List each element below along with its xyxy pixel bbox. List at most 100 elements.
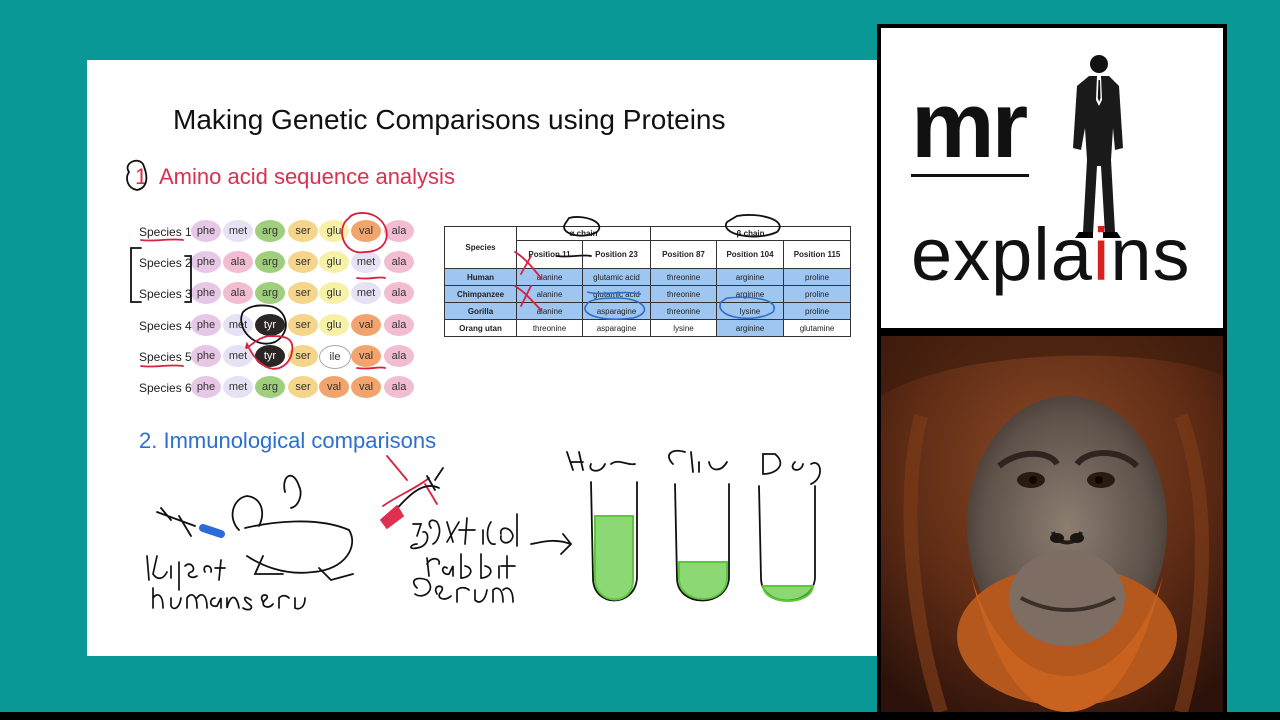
- amino-acid-met: met: [351, 282, 381, 304]
- table-header-position: Position 23: [581, 240, 652, 269]
- amino-acid-ser: ser: [288, 251, 318, 273]
- amino-acid-glu: glu: [319, 282, 349, 304]
- orangutan-photo: [877, 332, 1227, 716]
- species-label: Species 4: [139, 319, 192, 333]
- amino-acid-ser: ser: [288, 376, 318, 398]
- amino-acid-val: val: [319, 376, 349, 398]
- table-header-position: Position 87: [650, 240, 718, 269]
- species-label: Species 2: [139, 256, 192, 270]
- table-cell: proline: [783, 302, 852, 320]
- amino-acid-ala: ala: [223, 251, 253, 273]
- table-header-beta-chain: β chain: [650, 226, 852, 241]
- table-row: Human alanine glutamic acid threonine ar…: [444, 268, 852, 286]
- amino-acid-met: met: [223, 345, 253, 367]
- amino-acid-met: met: [223, 314, 253, 336]
- suited-man-figure: [1073, 55, 1123, 238]
- logo-mr-text: mr: [911, 72, 1028, 177]
- table-row: Gorilla alanine asparagine threonine lys…: [444, 302, 852, 320]
- amino-acid-glu: glu: [319, 251, 349, 273]
- table-cell: arginine: [716, 268, 785, 286]
- amino-acid-phe: phe: [191, 220, 221, 242]
- bottom-bar: [0, 712, 1280, 720]
- table-header-position: Position 115: [783, 240, 852, 269]
- logo-explains-part: ns: [1110, 213, 1191, 296]
- amino-acid-ser: ser: [288, 220, 318, 242]
- table-cell: lysine: [716, 302, 785, 320]
- species-label: Species 5: [139, 350, 192, 364]
- table-cell: glutamic acid: [581, 285, 652, 303]
- amino-acid-ile: ile: [319, 345, 351, 369]
- slide-title: Making Genetic Comparisons using Protein…: [173, 104, 726, 135]
- species-label: Species 3: [139, 287, 192, 301]
- logo-explains-text: explains: [911, 218, 1191, 292]
- species-label: Species 6: [139, 381, 192, 395]
- amino-acid-val: val: [351, 376, 381, 398]
- table-cell: threonine: [650, 268, 718, 286]
- section1-title: Amino acid sequence analysis: [159, 164, 455, 189]
- amino-acid-ala: ala: [384, 251, 414, 273]
- amino-acid-phe: phe: [191, 282, 221, 304]
- table-cell: alanine: [516, 285, 583, 303]
- table-header-species: Species: [444, 226, 517, 269]
- amino-acid-phe: phe: [191, 314, 221, 336]
- table-header-position: Position 11: [516, 240, 583, 269]
- orangutan-illustration: [881, 336, 1223, 712]
- logo-explains-part: expla: [911, 213, 1093, 296]
- table-cell: proline: [783, 285, 852, 303]
- amino-acid-tyr: tyr: [255, 314, 285, 336]
- table-row: Chimpanzee alanine glutamic acid threoni…: [444, 285, 852, 303]
- amino-acid-ala: ala: [384, 376, 414, 398]
- amino-acid-arg: arg: [255, 220, 285, 242]
- amino-acid-arg: arg: [255, 282, 285, 304]
- amino-acid-val: val: [351, 220, 381, 242]
- amino-acid-glu: glu: [319, 314, 349, 336]
- amino-acid-glu: glu: [319, 220, 349, 242]
- amino-acid-ala: ala: [384, 345, 414, 367]
- amino-acid-met: met: [223, 376, 253, 398]
- logo-underline: [911, 174, 1029, 177]
- amino-acid-val: val: [351, 345, 381, 367]
- amino-acid-ser: ser: [288, 282, 318, 304]
- amino-acid-ser: ser: [288, 314, 318, 336]
- amino-acid-ala: ala: [223, 282, 253, 304]
- table-cell: arginine: [716, 319, 785, 337]
- table-row-name: Orang utan: [444, 319, 517, 337]
- species-label: Species 1: [139, 225, 192, 239]
- amino-acid-val: val: [351, 314, 381, 336]
- amino-acid-table: Species α chain β chain Position 11 Posi…: [444, 226, 852, 337]
- amino-acid-ser: ser: [288, 345, 318, 367]
- amino-acid-phe: phe: [191, 251, 221, 273]
- table-cell: threonine: [650, 302, 718, 320]
- amino-acid-phe: phe: [191, 345, 221, 367]
- table-cell: asparagine: [581, 319, 652, 337]
- amino-acid-arg: arg: [255, 376, 285, 398]
- mr-explains-logo: mr explains: [877, 24, 1227, 332]
- table-cell: arginine: [716, 285, 785, 303]
- section2-title: 2. Immunological comparisons: [139, 428, 437, 453]
- section1-number: 1: [135, 164, 148, 189]
- table-row: Orang utan threonine asparagine lysine a…: [444, 319, 852, 337]
- table-cell: threonine: [650, 285, 718, 303]
- table-row-name: Human: [444, 268, 517, 286]
- amino-acid-ala: ala: [384, 220, 414, 242]
- table-row-name: Chimpanzee: [444, 285, 517, 303]
- table-cell: glutamic acid: [581, 268, 652, 286]
- table-cell: asparagine: [581, 302, 652, 320]
- table-header-position: Position 104: [716, 240, 785, 269]
- amino-acid-met: met: [223, 220, 253, 242]
- amino-acid-tyr: tyr: [255, 345, 285, 367]
- table-cell: lysine: [650, 319, 718, 337]
- slide: Making Genetic Comparisons using Protein…: [87, 60, 877, 656]
- table-cell: alanine: [516, 302, 583, 320]
- amino-acid-met: met: [351, 251, 381, 273]
- amino-acid-arg: arg: [255, 251, 285, 273]
- amino-acid-ala: ala: [384, 314, 414, 336]
- table-cell: proline: [783, 268, 852, 286]
- table-row-name: Gorilla: [444, 302, 517, 320]
- amino-acid-ala: ala: [384, 282, 414, 304]
- logo-red-i: i: [1092, 213, 1111, 296]
- table-cell: alanine: [516, 268, 583, 286]
- amino-acid-phe: phe: [191, 376, 221, 398]
- table-cell: glutamine: [783, 319, 852, 337]
- table-header-alpha-chain: α chain: [515, 226, 652, 241]
